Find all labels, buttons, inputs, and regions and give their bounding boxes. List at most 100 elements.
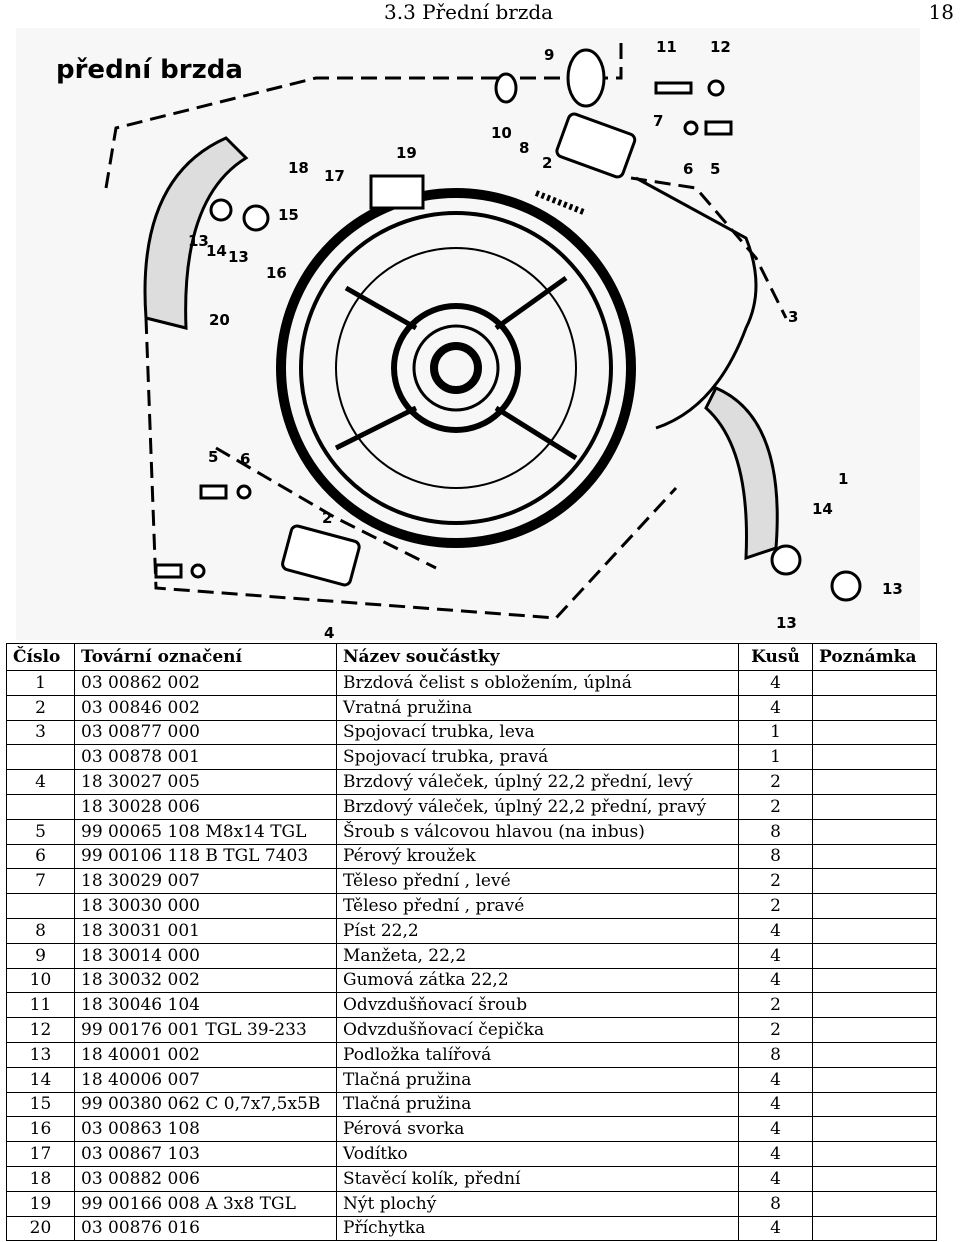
- callout-label: 13: [882, 580, 903, 598]
- cell-number: 15: [6, 1091, 75, 1118]
- cell-qty: 8: [738, 818, 813, 845]
- cell-number: 18: [6, 1165, 75, 1192]
- cell-note: [812, 1066, 937, 1093]
- backing-plate-ribs: [334, 275, 578, 461]
- leader-line-right: [630, 176, 788, 319]
- cell-name: Pérová svorka: [336, 1116, 739, 1143]
- dish-washer-left: [209, 198, 233, 222]
- cell-note: [812, 1215, 937, 1242]
- cell-qty: 4: [738, 1066, 813, 1093]
- callout-label: 15: [278, 206, 299, 224]
- callout-label: 9: [544, 46, 554, 64]
- cell-number: 10: [6, 967, 75, 994]
- parts-table: Číslo Tovární označení Název součástky K…: [6, 643, 937, 1242]
- cell-name: Těleso přední , levé: [336, 868, 739, 895]
- cell-name: Brzdová čelist s obložením, úplná: [336, 670, 739, 696]
- cell-note: [812, 1091, 937, 1118]
- callout-label: 10: [491, 124, 512, 142]
- hub-ring: [391, 303, 521, 433]
- socket-screw-left: [199, 484, 228, 500]
- callout-label: 3: [788, 308, 798, 326]
- cell-qty: 2: [738, 893, 813, 919]
- cell-code: 18 30029 007: [74, 868, 337, 895]
- spring-washer-left: [236, 484, 252, 500]
- cell-number: 3: [6, 719, 75, 746]
- cell-code: 18 30030 000: [74, 893, 337, 919]
- cell-qty: 4: [738, 670, 813, 696]
- section-title: 3.3 Přední brzda: [384, 0, 554, 24]
- cell-name: Stavěcí kolík, přední: [336, 1165, 739, 1192]
- rivet-box: [369, 174, 425, 210]
- cell-qty: 8: [738, 1190, 813, 1217]
- page-number: 18: [928, 0, 954, 24]
- dish-washer-far-right: [830, 570, 862, 602]
- cell-name: Příchytka: [336, 1215, 739, 1242]
- brake-shoe-left: [143, 136, 249, 330]
- cell-name: Podložka talířová: [336, 1041, 739, 1068]
- connecting-pipe: [635, 176, 758, 430]
- cell-name: Manžeta, 22,2: [336, 942, 739, 969]
- cell-name: Vodítko: [336, 1141, 739, 1167]
- cell-code: 18 30027 005: [74, 769, 337, 795]
- spring-washer-top: [683, 120, 699, 136]
- cell-name: Tlačná pružina: [336, 1066, 739, 1093]
- cell-code: 03 00862 002: [74, 670, 337, 696]
- cell-name: Píst 22,2: [336, 917, 739, 944]
- callout-label: 1: [838, 470, 848, 488]
- cell-number: 1: [6, 670, 75, 696]
- cell-number: 4: [6, 769, 75, 795]
- cell-code: 03 00882 006: [74, 1165, 337, 1192]
- callout-label: 19: [396, 144, 417, 162]
- brake-shoe-right: [704, 386, 779, 561]
- cell-note: [812, 793, 937, 820]
- return-spring-lower: [324, 485, 368, 521]
- rubber-plug: [494, 72, 518, 104]
- cell-qty: 4: [738, 694, 813, 721]
- cell-number: 11: [6, 992, 75, 1019]
- cell-name: Těleso přední , pravé: [336, 893, 739, 919]
- cell-code: 18 30046 104: [74, 992, 337, 1019]
- cell-note: [812, 818, 937, 845]
- callout-label: 4: [324, 624, 334, 640]
- wheel-cylinder-upper: [555, 112, 637, 179]
- cylinder-cup: [566, 48, 606, 108]
- hub-inner: [412, 324, 500, 412]
- leader-line-top: [104, 76, 496, 189]
- cell-number: 13: [6, 1041, 75, 1068]
- cell-qty: 2: [738, 992, 813, 1019]
- callout-label: 13: [188, 232, 209, 250]
- cell-qty: 4: [738, 967, 813, 994]
- cell-qty: 4: [738, 1141, 813, 1167]
- dish-washer-right: [770, 544, 802, 576]
- cell-name: Brzdový váleček, úplný 22,2 přední, prav…: [336, 793, 739, 820]
- bleed-screw: [654, 81, 693, 95]
- cell-name: Odvzdušňovací šroub: [336, 992, 739, 1019]
- leader-line-top-right: [496, 38, 623, 80]
- cell-code: 18 30028 006: [74, 793, 337, 820]
- cell-note: [812, 917, 937, 944]
- col-header-code: Tovární označení: [74, 643, 337, 671]
- cell-number: 2: [6, 694, 75, 721]
- callout-label: 2: [542, 154, 552, 172]
- cell-qty: 4: [738, 942, 813, 969]
- cell-number: 5: [6, 818, 75, 845]
- diagram-title: přední brzda: [56, 55, 243, 85]
- cell-number: 16: [6, 1116, 75, 1143]
- cell-code: 03 00877 000: [74, 719, 337, 746]
- drum-outer-ring: [276, 188, 636, 548]
- cell-code: 99 00065 108 M8x14 TGL: [74, 818, 337, 845]
- cell-code: 03 00846 002: [74, 694, 337, 721]
